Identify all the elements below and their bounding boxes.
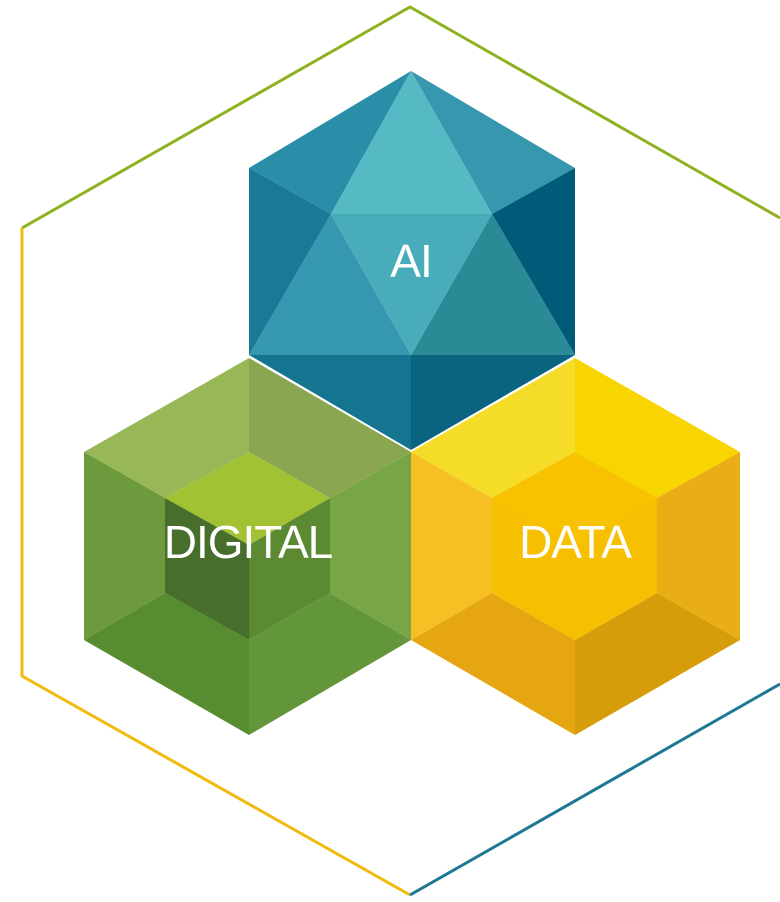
ai-hexagon: AI — [249, 71, 575, 450]
ai-facet — [331, 214, 492, 355]
data-face — [411, 452, 492, 640]
data-face — [575, 593, 740, 735]
data-face — [411, 358, 575, 498]
digital-hexagon: DIGITAL — [84, 358, 411, 735]
digital-inner-top — [165, 452, 330, 545]
outer-hexagon-outline — [20, 5, 780, 897]
ai-facet — [249, 168, 331, 355]
data-face — [411, 593, 575, 735]
ai-label: AI — [390, 235, 431, 287]
digital-inner-right — [249, 498, 330, 640]
ai-facet — [411, 214, 575, 355]
outline-right-segment — [409, 682, 780, 897]
data-face — [575, 358, 740, 498]
outline-left-segment — [20, 228, 411, 897]
digital-face — [249, 593, 411, 735]
digital-inner-left — [165, 498, 249, 640]
digital-face — [84, 593, 249, 735]
ai-facet — [331, 71, 492, 214]
data-face — [657, 452, 740, 640]
digital-label: DIGITAL — [164, 516, 333, 568]
ai-facet — [411, 71, 575, 214]
ai-facet — [249, 71, 411, 214]
digital-face — [249, 358, 411, 498]
data-hexagon: DATA — [411, 358, 740, 735]
digital-face — [84, 358, 249, 498]
ai-facet — [249, 214, 411, 355]
data-inner-top — [492, 452, 657, 545]
ai-facet — [249, 355, 411, 450]
data-label: DATA — [519, 516, 632, 568]
outline-top-segment — [21, 5, 780, 230]
digital-face — [84, 452, 165, 640]
ai-facet — [411, 355, 575, 450]
ai-facet — [492, 168, 575, 355]
digital-face — [330, 452, 411, 640]
